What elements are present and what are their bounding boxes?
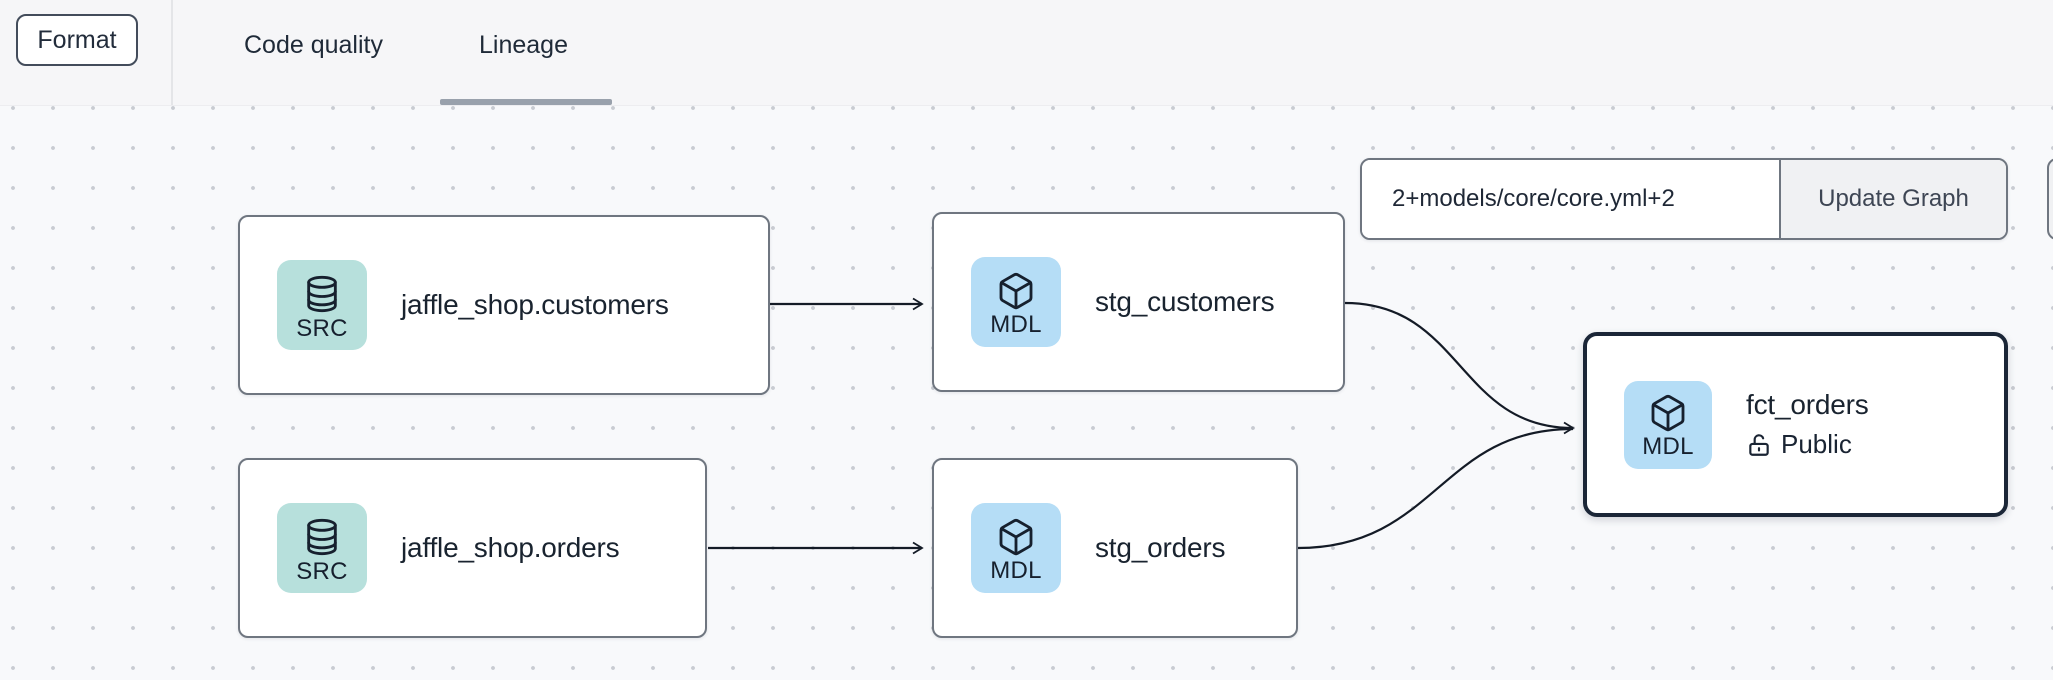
model-badge: MDL <box>971 257 1061 347</box>
lineage-selector-group: Update Graph <box>1360 158 2008 240</box>
lineage-selector-input[interactable] <box>1362 160 1779 238</box>
badge-label: MDL <box>990 556 1042 584</box>
tab-lineage[interactable]: Lineage <box>479 30 568 59</box>
tab-code-quality[interactable]: Code quality <box>244 30 383 59</box>
badge-label: MDL <box>990 310 1042 338</box>
model-badge: MDL <box>1624 380 1712 469</box>
partial-button-right-edge[interactable] <box>2047 158 2053 240</box>
node-stg-customers[interactable]: MDL stg_customers <box>932 212 1345 392</box>
node-title: fct_orders <box>1746 389 1869 420</box>
access-label: Public <box>1781 429 1852 459</box>
node-title: stg_orders <box>1095 532 1226 563</box>
access-row: Public <box>1746 429 1869 460</box>
node-jaffle-shop-orders[interactable]: SRC jaffle_shop.orders <box>238 458 707 638</box>
source-badge: SRC <box>277 260 367 350</box>
update-graph-button[interactable]: Update Graph <box>1779 160 2006 238</box>
toolbar: Format Code quality Lineage <box>0 0 2053 106</box>
cube-icon <box>1651 395 1685 432</box>
node-title: stg_customers <box>1095 286 1275 317</box>
badge-label: MDL <box>1642 433 1694 461</box>
source-badge: SRC <box>277 503 367 593</box>
toolbar-divider <box>171 0 173 105</box>
format-button[interactable]: Format <box>16 14 138 66</box>
node-stg-orders[interactable]: MDL stg_orders <box>932 458 1298 638</box>
badge-label: SRC <box>296 557 348 585</box>
badge-label: SRC <box>296 314 348 342</box>
cube-icon <box>999 518 1033 556</box>
node-fct-orders[interactable]: MDL fct_orders Public <box>1583 332 2008 517</box>
database-icon <box>307 518 337 555</box>
database-icon <box>307 275 337 312</box>
node-jaffle-shop-customers[interactable]: SRC jaffle_shop.customers <box>238 215 770 395</box>
cube-icon <box>999 272 1033 310</box>
node-title: jaffle_shop.customers <box>401 289 669 320</box>
node-title: jaffle_shop.orders <box>401 532 620 563</box>
model-badge: MDL <box>971 503 1061 593</box>
unlock-icon <box>1749 433 1769 456</box>
node-text: fct_orders Public <box>1746 389 1869 460</box>
active-tab-indicator <box>440 99 612 105</box>
